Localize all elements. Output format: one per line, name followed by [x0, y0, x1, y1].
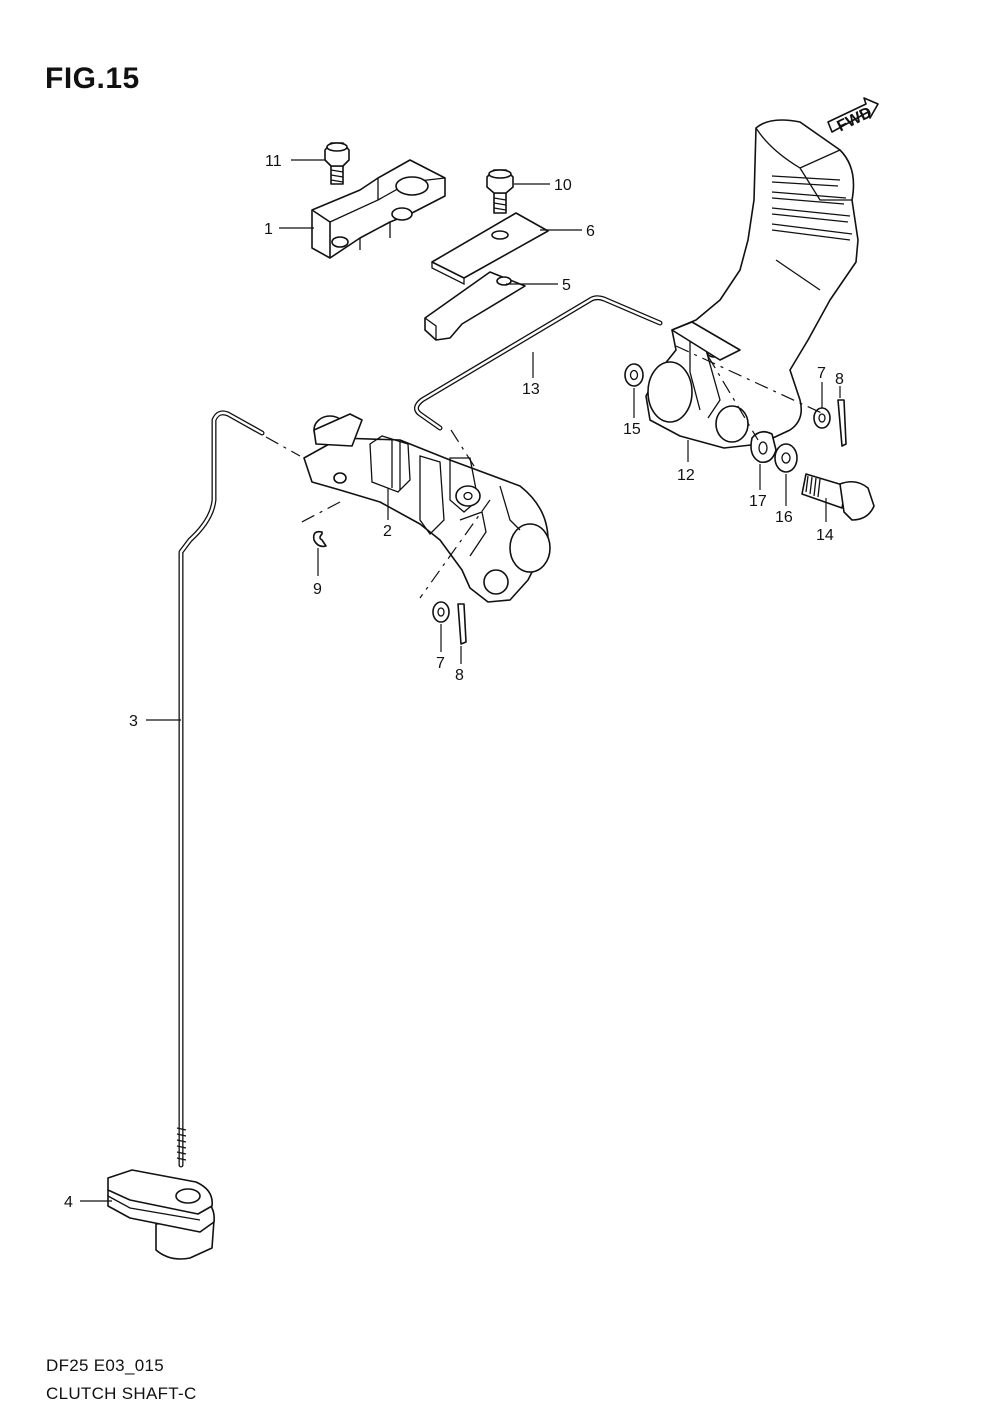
callout-6: 6	[586, 223, 595, 240]
part-14-shoulder-bolt[interactable]	[801, 473, 875, 521]
callout-3: 3	[129, 713, 138, 730]
callout-4: 4	[64, 1194, 73, 1211]
part-11-bolt[interactable]	[324, 142, 350, 185]
part-8-cotter-pin-right[interactable]	[837, 399, 847, 447]
part-1-bracket[interactable]	[311, 159, 446, 259]
part-3-long-rod[interactable]	[176, 410, 265, 1168]
part-13-rod[interactable]	[414, 295, 663, 431]
callout-17: 17	[749, 493, 767, 510]
part-8-cotter-pin-lower[interactable]	[457, 603, 467, 645]
part-16-washer[interactable]	[774, 443, 798, 473]
part-7-washer-lower[interactable]	[432, 601, 450, 623]
callout-9: 9	[313, 581, 322, 598]
part-6-plate[interactable]	[431, 212, 549, 286]
callout-2: 2	[383, 523, 392, 540]
callout-8-right: 8	[835, 371, 844, 388]
callout-1: 1	[264, 221, 273, 238]
part-17-wave-washer[interactable]	[750, 430, 777, 464]
fwd-direction-arrow: FWD	[827, 97, 879, 135]
figure-caption: CLUTCH SHAFT-C	[46, 1384, 197, 1403]
callout-11: 11	[265, 153, 282, 170]
part-2-clutch-shaft-assembly[interactable]	[303, 413, 551, 603]
figure-code: DF25 E03_015	[46, 1356, 164, 1375]
callout-15: 15	[623, 421, 641, 438]
part-10-bolt[interactable]	[486, 169, 514, 214]
alignment-lines	[265, 345, 827, 599]
callout-8-lower: 8	[455, 667, 464, 684]
callout-7-right: 7	[817, 365, 826, 382]
callout-13: 13	[522, 381, 540, 398]
part-4-pivot-block[interactable]	[107, 1169, 215, 1260]
callout-leaders	[80, 159, 841, 1202]
part-5-link-plate[interactable]	[424, 271, 526, 341]
callout-7-lower: 7	[436, 655, 445, 672]
callout-14: 14	[816, 527, 834, 544]
callout-12: 12	[677, 467, 695, 484]
callout-16: 16	[775, 509, 793, 526]
part-12-clutch-lever[interactable]	[645, 119, 859, 449]
callout-10: 10	[554, 177, 572, 194]
callout-numbers: 11 10 1 6 5 13 15 7 8 12 17 16 14 2 9 7 …	[64, 153, 844, 1211]
part-15-washer[interactable]	[624, 363, 644, 387]
figure-title: FIG.15	[45, 62, 140, 95]
callout-5: 5	[562, 277, 571, 294]
part-9-clip[interactable]	[312, 530, 327, 548]
